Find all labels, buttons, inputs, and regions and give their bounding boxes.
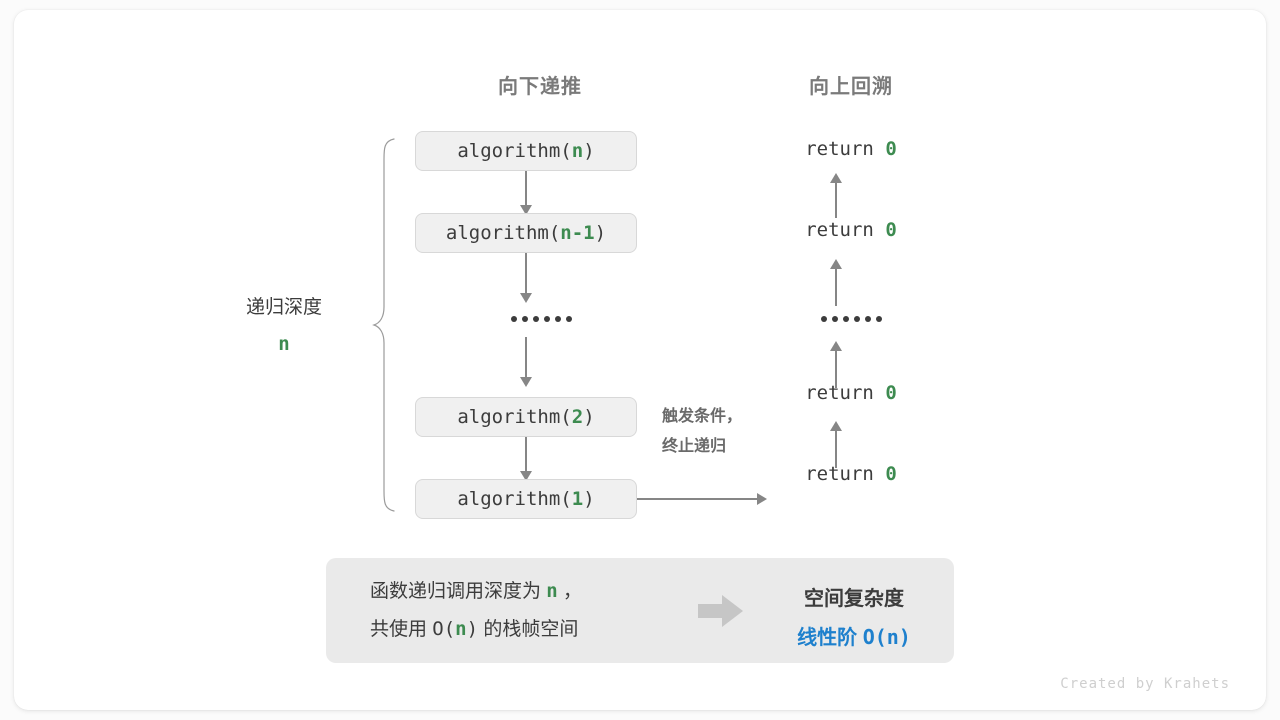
summary-line1-a: 函数递归调用深度为 [370, 581, 547, 603]
summary-line2-n: n [455, 617, 467, 640]
depth-brace [372, 135, 398, 520]
return-ellipsis [821, 316, 882, 322]
summary-line2-a: 共使用 [370, 618, 433, 640]
return-keyword-1: return [805, 138, 874, 160]
summary-right-value-label: 线性阶 [797, 627, 863, 649]
return-label-1: return 0 [740, 138, 962, 160]
call-box-1[interactable]: algorithm(1) [415, 479, 637, 519]
call-box-n-arg: n [571, 140, 584, 162]
call-box-n1-arg: n-1 [560, 222, 595, 244]
up-arrow-head-4 [830, 421, 842, 431]
call-box-2-arg: 2 [571, 406, 584, 428]
call-box-n-suffix: ) [583, 140, 595, 162]
up-arrow-head-3 [830, 341, 842, 351]
summary-right-value-expr: O(n) [862, 625, 911, 649]
right-block-arrow-icon [698, 594, 744, 628]
down-arrow-line-3 [525, 337, 527, 379]
summary-line2-o: O( [432, 617, 456, 640]
base-case-arrow-head [757, 493, 767, 505]
summary-left-line2: 共使用 O(n) 的栈帧空间 [370, 611, 582, 648]
up-arrow-line-1 [835, 182, 837, 218]
return-keyword-2: return [805, 219, 874, 241]
depth-label-value: n [278, 333, 290, 356]
call-box-n1-prefix: algorithm( [445, 222, 561, 244]
call-box-1-suffix: ) [583, 488, 595, 510]
up-arrow-head-2 [830, 259, 842, 269]
diagram-card: 向下递推 向上回溯 递归深度 n algorithm(n) algorithm(… [14, 10, 1266, 710]
up-arrow-line-4 [835, 430, 837, 468]
down-arrow-head-3 [520, 377, 532, 387]
depth-label: 递归深度 n [199, 290, 369, 362]
summary-left-line1: 函数递归调用深度为 n ， [370, 573, 582, 610]
down-arrow-line-4 [525, 437, 527, 473]
up-arrow-line-3 [835, 350, 837, 388]
summary-left-text: 函数递归调用深度为 n ， 共使用 O(n) 的栈帧空间 [370, 573, 582, 647]
summary-line1-n: n [546, 580, 558, 603]
return-value-4: 0 [885, 463, 897, 485]
call-stack-ellipsis [511, 316, 572, 322]
return-label-4: return 0 [740, 463, 962, 485]
depth-label-text: 递归深度 [245, 297, 322, 318]
summary-line2-b: 的栈帧空间 [478, 618, 579, 640]
footer-credit: Created by Krahets [1060, 676, 1230, 692]
down-arrow-head-4 [520, 471, 532, 481]
call-box-2-prefix: algorithm( [457, 406, 572, 428]
summary-line2-c: ) [466, 617, 479, 640]
down-arrow-line-1 [525, 171, 527, 207]
trigger-note: 触发条件， 终止递归 [662, 402, 742, 461]
column-header-upward: 向上回溯 [809, 76, 893, 98]
down-arrow-head-1 [520, 205, 532, 215]
call-box-1-arg: 1 [571, 488, 584, 510]
return-keyword-4: return [805, 463, 874, 485]
call-box-1-prefix: algorithm( [457, 488, 572, 510]
column-header-downward: 向下递推 [498, 76, 582, 98]
return-keyword-3: return [805, 382, 874, 404]
trigger-note-line1: 触发条件， [662, 408, 743, 425]
call-box-2-suffix: ) [583, 406, 595, 428]
summary-right-title: 空间复杂度 [804, 588, 904, 610]
call-box-n[interactable]: algorithm(n) [415, 131, 637, 171]
summary-right-value: 线性阶 O(n) [766, 618, 942, 657]
call-box-n1-suffix: ) [594, 222, 607, 244]
return-value-2: 0 [885, 219, 897, 241]
return-label-3: return 0 [740, 382, 962, 404]
return-value-3: 0 [885, 382, 897, 404]
summary-panel: 函数递归调用深度为 n ， 共使用 O(n) 的栈帧空间 空间复杂度 线性阶 O… [326, 558, 954, 663]
return-label-2: return 0 [740, 219, 962, 241]
return-value-1: 0 [885, 138, 897, 160]
call-box-n-prefix: algorithm( [457, 140, 572, 162]
base-case-arrow-line [637, 498, 757, 500]
trigger-note-line2: 终止递归 [662, 437, 727, 455]
up-arrow-line-2 [835, 268, 837, 306]
call-box-2[interactable]: algorithm(2) [415, 397, 637, 437]
summary-line1-b: ， [557, 581, 583, 603]
up-arrow-head-1 [830, 173, 842, 183]
summary-right: 空间复杂度 线性阶 O(n) [766, 580, 942, 657]
down-arrow-head-2 [520, 293, 532, 303]
down-arrow-line-2 [525, 253, 527, 295]
call-box-n-minus-1[interactable]: algorithm(n-1) [415, 213, 637, 253]
